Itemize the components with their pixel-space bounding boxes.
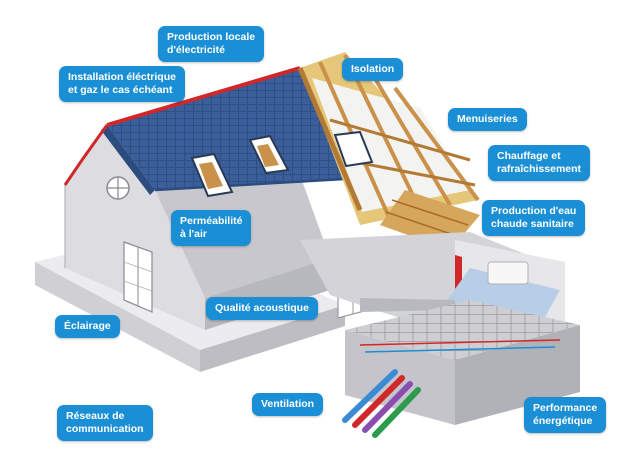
label-performance: Performance énergétique [524, 397, 607, 433]
label-reseaux: Réseaux de communication [57, 405, 153, 441]
label-installation: Installation éléctrique et gaz le cas éc… [59, 66, 185, 102]
label-performance-text: Performance énergétique [533, 402, 598, 427]
label-permeabilite: Perméabilité à l'air [171, 210, 252, 246]
label-isolation-text: Isolation [351, 63, 395, 75]
label-eclairage: Éclairage [55, 315, 120, 338]
label-ventilation-text: Ventilation [261, 398, 315, 410]
label-qualite-acoustique-text: Qualité acoustique [215, 302, 309, 314]
underground-pipes [342, 369, 421, 438]
label-ventilation: Ventilation [252, 393, 324, 416]
label-isolation: Isolation [342, 58, 404, 81]
label-qualite-acoustique: Qualité acoustique [206, 297, 318, 320]
label-chauffage: Chauffage et rafraîchissement [488, 145, 591, 181]
label-installation-text: Installation éléctrique et gaz le cas éc… [68, 71, 176, 96]
label-eau-chaude-text: Production d'eau chaude sanitaire [491, 205, 577, 230]
front-door [123, 241, 153, 313]
round-window [106, 176, 130, 200]
label-reseaux-text: Réseaux de communication [66, 410, 144, 435]
label-eau-chaude: Production d'eau chaude sanitaire [482, 200, 586, 236]
label-menuiseries: Menuiseries [448, 108, 527, 131]
roof [63, 66, 363, 195]
label-chauffage-text: Chauffage et rafraîchissement [497, 150, 582, 175]
label-production-locale-text: Production locale d'électricité [167, 31, 256, 56]
label-eclairage-text: Éclairage [64, 320, 111, 332]
skylights [190, 134, 290, 198]
label-production-locale: Production locale d'électricité [158, 26, 265, 62]
label-permeabilite-text: Perméabilité à l'air [180, 215, 243, 240]
label-menuiseries-text: Menuiseries [457, 113, 518, 125]
